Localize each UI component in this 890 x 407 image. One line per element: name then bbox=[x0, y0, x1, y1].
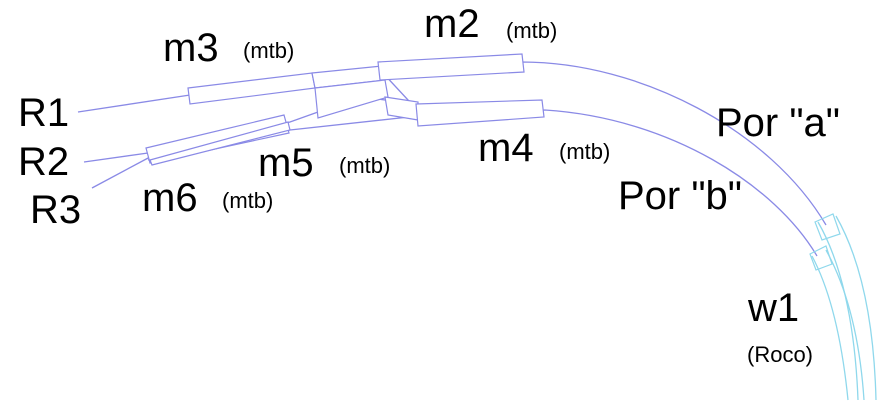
track-label-r1: R1 bbox=[18, 91, 70, 135]
turnout-label-m4: m4 bbox=[478, 126, 534, 170]
turnout-type-m4: (mtb) bbox=[559, 139, 611, 164]
turnout-type-m2: (mtb) bbox=[506, 18, 558, 43]
turnout-label-m6: m6 bbox=[142, 176, 198, 220]
route-label-por-a: Por "a" bbox=[716, 101, 841, 145]
turnout-label-m5: m5 bbox=[258, 141, 314, 185]
route-label-por-b: Por "b" bbox=[618, 174, 743, 218]
turnout-m2-box bbox=[377, 53, 525, 81]
turnout-label-w1: w1 bbox=[748, 286, 800, 330]
turnout-label-m3: m3 bbox=[163, 26, 219, 70]
track-r3 bbox=[91, 156, 151, 189]
turnout-type-m5: (mtb) bbox=[339, 153, 391, 178]
turnout-w1-rail-d bbox=[825, 249, 865, 401]
track-label-r2: R2 bbox=[18, 140, 70, 184]
turnout-w1-box-a bbox=[814, 213, 841, 241]
turnout-w1-box-b bbox=[809, 245, 833, 271]
turnout-m3-box bbox=[187, 72, 316, 105]
track-r2 bbox=[83, 109, 818, 257]
turnout-m4-link bbox=[384, 96, 419, 121]
turnout-type-w1: (Roco) bbox=[747, 342, 814, 367]
turnout-w1-rail-a bbox=[817, 221, 859, 401]
turnout-m4-box bbox=[415, 99, 545, 127]
turnout-type-m3: (mtb) bbox=[243, 38, 295, 63]
turnout-m6-inner bbox=[149, 121, 291, 166]
turnout-w1-rail-b bbox=[835, 215, 877, 401]
turnout-type-m6: (mtb) bbox=[222, 188, 274, 213]
track-label-r3: R3 bbox=[30, 188, 82, 232]
turnout-w1-rail-c bbox=[811, 255, 849, 401]
turnout-label-m2: m2 bbox=[424, 2, 480, 46]
